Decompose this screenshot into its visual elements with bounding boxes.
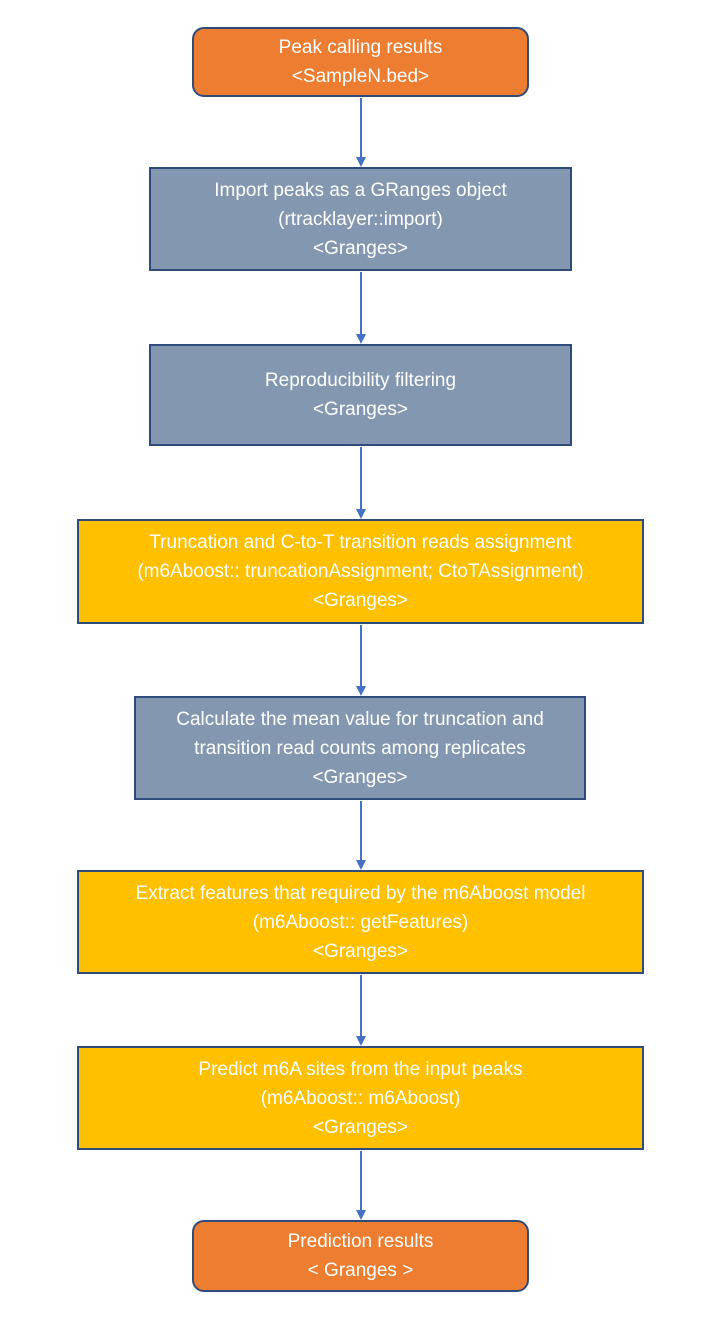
node-extract-features: Extract features that required by the m6…	[77, 870, 644, 974]
node-import-peaks: Import peaks as a GRanges object (rtrack…	[149, 167, 572, 271]
node-label-line: Extract features that required by the m6…	[135, 882, 586, 904]
node-label-line: (m6Aboost:: getFeatures)	[252, 911, 469, 933]
node-reproducibility-filtering: Reproducibility filtering <Granges>	[149, 344, 572, 446]
node-label-line: <Granges>	[312, 766, 408, 788]
node-label-line: Truncation and C-to-T transition reads a…	[149, 532, 572, 553]
node-prediction-results: Prediction results < Granges >	[192, 1220, 529, 1292]
node-peak-calling-results: Peak calling results <SampleN.bed>	[192, 27, 529, 97]
node-label-line: transition read counts among replicates	[194, 737, 526, 759]
node-label-line: <Granges>	[312, 590, 409, 611]
node-label-line: (m6Aboost:: truncationAssignment; CtoTAs…	[137, 561, 584, 582]
node-truncation-assignment: Truncation and C-to-T transition reads a…	[77, 519, 644, 624]
node-label-line: Calculate the mean value for truncation …	[176, 708, 544, 730]
node-label-line: (rtracklayer::import)	[278, 208, 443, 230]
node-label-line: Import peaks as a GRanges object	[214, 179, 507, 201]
node-label-line: <SampleN.bed>	[291, 66, 430, 87]
node-label-line: Predict m6A sites from the input peaks	[198, 1058, 523, 1080]
node-label-line: Peak calling results	[278, 37, 443, 58]
node-label-line: Reproducibility filtering	[264, 370, 457, 391]
node-predict-m6a: Predict m6A sites from the input peaks (…	[77, 1046, 644, 1150]
node-label-line: <Granges>	[312, 940, 409, 962]
node-label-line: < Granges >	[307, 1260, 414, 1281]
node-label-line: <Granges>	[312, 1116, 409, 1138]
node-label-line: Prediction results	[287, 1231, 434, 1252]
node-label-line: <Granges>	[312, 237, 409, 259]
node-label-line: <Granges>	[312, 399, 409, 420]
node-calculate-mean: Calculate the mean value for truncation …	[134, 696, 586, 800]
node-label-line: (m6Aboost:: m6Aboost)	[260, 1087, 461, 1109]
